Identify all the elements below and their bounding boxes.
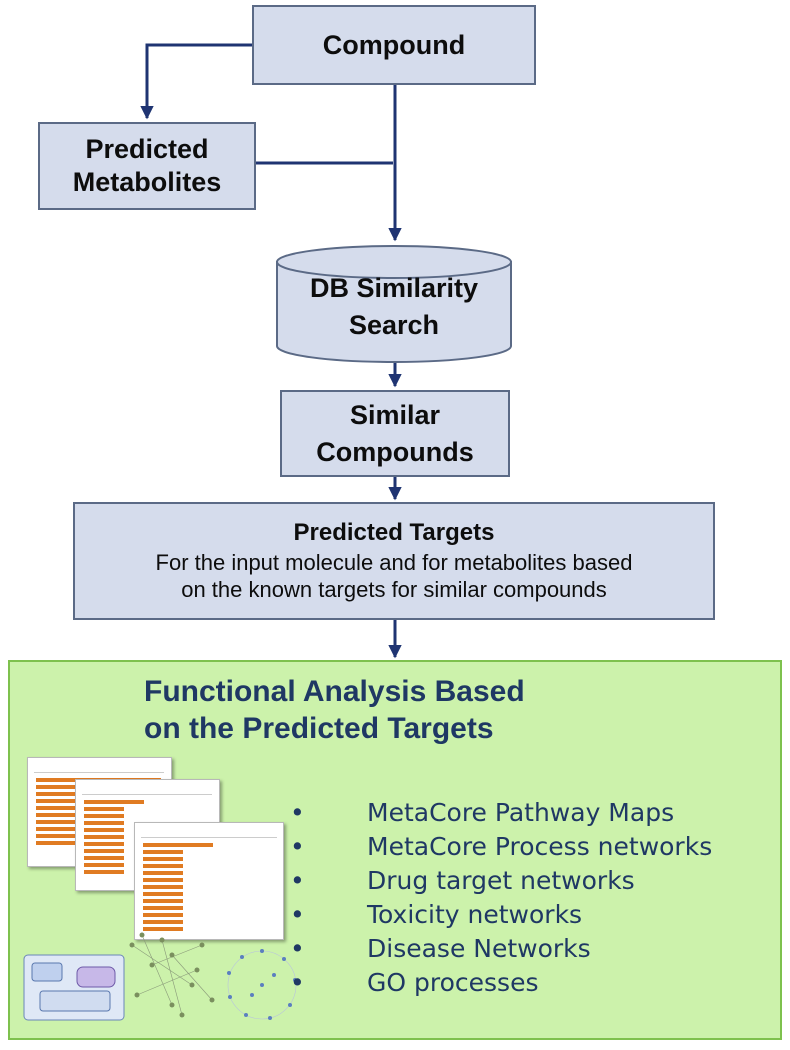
thumbnail-bar <box>143 843 213 847</box>
thumbnail-bar <box>143 899 183 903</box>
thumbnail-bar <box>84 863 124 867</box>
metabolites-label-line-2: Metabolites <box>72 167 222 197</box>
thumbnail-bar <box>143 871 183 875</box>
thumbnail-bar <box>84 821 124 825</box>
bullet-icon: • <box>290 934 305 963</box>
thumbnail-bar <box>84 800 144 804</box>
thumbnail-bar <box>143 913 183 917</box>
analysis-list-item-label: Disease Networks <box>367 934 591 963</box>
db-similarity-cylinder <box>276 245 512 363</box>
db-search-label-line-1: DB Similarity <box>309 273 479 303</box>
similar-label-line-1: Similar <box>349 399 441 430</box>
analysis-list-item-label: Toxicity networks <box>367 900 583 929</box>
functional-analysis-title-line-2: on the Predicted Targets <box>144 712 494 745</box>
predicted-targets-desc-line-2: on the known targets for similar compoun… <box>181 577 607 602</box>
analysis-list-item-label: MetaCore Pathway Maps <box>367 798 675 827</box>
analysis-list-item-label: MetaCore Process networks <box>367 832 713 861</box>
thumbnail-bar <box>143 885 183 889</box>
similar-compounds-node: Similar Compounds <box>280 390 510 477</box>
thumbnail-bar <box>84 849 124 853</box>
thumbnail-bar <box>143 920 183 924</box>
similar-label-line-2: Compounds <box>316 436 474 467</box>
predicted-targets-title: Predicted Targets <box>293 519 495 546</box>
thumbnail-bar <box>84 842 124 846</box>
bullet-icon: • <box>290 900 305 929</box>
analysis-list-item-label: Drug target networks <box>367 866 635 895</box>
predicted-metabolites-node: Predicted Metabolites <box>38 122 256 210</box>
thumbnail-bar <box>143 850 183 854</box>
analysis-list: • MetaCore Pathway Maps • MetaCore Process … <box>290 796 712 1000</box>
functional-analysis-title: Functional Analysis Based on the Predict… <box>144 673 704 747</box>
thumbnail-bar <box>84 835 124 839</box>
compound-label: Compound <box>322 29 466 60</box>
bullet-icon: • <box>290 866 305 895</box>
analysis-list-item: • Toxicity networks <box>290 898 712 932</box>
thumbnail-bar <box>84 814 124 818</box>
thumbnail-bar <box>84 807 124 811</box>
analysis-list-item: • GO processes <box>290 966 712 1000</box>
thumbnail-bar <box>143 878 183 882</box>
metabolites-label-line-1: Predicted <box>85 134 209 164</box>
thumbnail-bar <box>84 870 124 874</box>
thumbnail-bar <box>143 857 183 861</box>
thumbnail-bar <box>143 864 183 868</box>
functional-analysis-title-line-1: Functional Analysis Based <box>144 675 525 708</box>
thumbnail-bar <box>84 828 124 832</box>
thumbnail-bar <box>143 892 183 896</box>
bullet-icon: • <box>290 798 305 827</box>
thumbnail-bar <box>143 906 183 910</box>
db-search-label-line-2: Search <box>348 310 440 340</box>
predicted-targets-desc-line-1: For the input molecule and for metabolit… <box>155 550 633 575</box>
thumbnail-bar <box>84 856 124 860</box>
analysis-list-item: • MetaCore Pathway Maps <box>290 796 712 830</box>
predicted-targets-node: Predicted Targets For the input molecule… <box>73 502 715 620</box>
analysis-list-item: • Drug target networks <box>290 864 712 898</box>
analysis-list-item-label: GO processes <box>367 968 539 997</box>
arrow-compound-to-metabolites <box>140 43 252 120</box>
network-graph-icon <box>23 932 297 1021</box>
compound-node: Compound <box>252 5 536 85</box>
analysis-list-item: • MetaCore Process networks <box>290 830 712 864</box>
bullet-icon: • <box>290 832 305 861</box>
db-similarity-search-label: DB Similarity Search <box>277 270 511 344</box>
bullet-icon: • <box>290 968 305 997</box>
thumbnail-bar <box>143 927 183 931</box>
pathway-map-chart-icon <box>134 822 284 940</box>
analysis-list-item: • Disease Networks <box>290 932 712 966</box>
